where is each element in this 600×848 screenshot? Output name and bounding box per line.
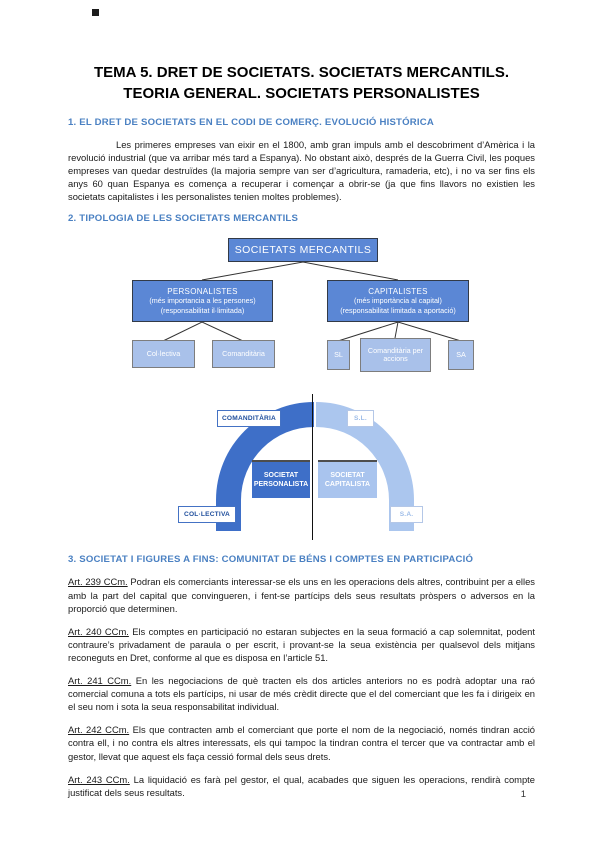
- arch-sa-label: S.A.: [390, 506, 423, 524]
- arch-collectiva-label: COL·LECTIVA: [178, 506, 236, 524]
- tree-personalistes-note2: (responsabilitat il·limitada): [160, 305, 245, 315]
- page-title-line1: TEMA 5. DRET DE SOCIETATS. SOCIETATS MER…: [93, 64, 509, 81]
- article-240-ref: Art. 240 CCm.: [68, 625, 129, 637]
- tree-capitalistes-note1: (més importància al capital): [354, 296, 442, 306]
- arch-diagram: SOCIETAT PERSONALISTA SOCIETAT CAPITALIS…: [68, 392, 535, 544]
- tree-personalistes-box: PERSONALISTES (més importancia a les per…: [132, 280, 273, 323]
- article-243-paragraph: Art. 243 CCm. La liquidació es farà pel …: [68, 773, 535, 799]
- stray-mark: [92, 9, 99, 16]
- article-239-text: Podran els comerciants interessar-se els…: [68, 576, 535, 614]
- article-241-text: En les negociacions de què tracten els d…: [68, 675, 535, 713]
- arch-comanditaria-label: COMANDITÀRIA: [217, 410, 281, 428]
- arch-left-half: [216, 402, 314, 532]
- page-title-line2: TEORIA GENERAL. SOCIETATS PERSONALISTES: [123, 85, 480, 102]
- arch-right-half: [316, 402, 414, 532]
- page-number: 1: [520, 789, 526, 800]
- typology-tree-diagram: SOCIETATS MERCANTILS PERSONALISTES (més …: [68, 234, 535, 380]
- arch-sl-label: S.L.: [347, 410, 374, 428]
- tree-leaf-sl: SL: [327, 340, 350, 371]
- tree-leaf-sa: SA: [448, 340, 474, 371]
- tree-root-box: SOCIETATS MERCANTILS: [228, 238, 378, 263]
- tree-connector-lines: [162, 261, 462, 342]
- article-241-ref: Art. 241 CCm.: [68, 675, 132, 687]
- tree-personalistes-title: PERSONALISTES: [167, 287, 238, 297]
- arch-shape: [216, 402, 414, 532]
- arch-societat-personalista-box: SOCIETAT PERSONALISTA: [252, 460, 310, 499]
- section-1-paragraph: Les primeres empreses van eixir en el 18…: [68, 139, 535, 203]
- tree-leaf-comanditaria: Comanditària: [212, 340, 275, 369]
- article-242-text: Els que contracten amb el comerciant que…: [68, 724, 535, 762]
- tree-leaf-comanditaria-accions: Comanditària per accions: [360, 338, 431, 373]
- article-243-text: La liquidació es farà pel gestor, el qua…: [68, 773, 536, 798]
- article-242-ref: Art. 242 CCm.: [68, 724, 130, 736]
- tree-personalistes-note1: (més importancia a les persones): [149, 296, 256, 306]
- article-240-paragraph: Art. 240 CCm. Els comptes en participaci…: [68, 625, 535, 664]
- tree-capitalistes-title: CAPITALISTES: [368, 287, 428, 297]
- article-243-ref: Art. 243 CCm.: [68, 773, 130, 785]
- article-242-paragraph: Art. 242 CCm. Els que contracten amb el …: [68, 723, 535, 762]
- page-title: TEMA 5. DRET DE SOCIETATS. SOCIETATS MER…: [68, 62, 535, 104]
- section-2-heading: 2. TIPOLOGIA DE LES SOCIETATS MERCANTILS: [68, 213, 299, 225]
- tree-capitalistes-note2: (responsabilitat limitada a aportació): [340, 305, 456, 315]
- article-240-text: Els comptes en participació no estaran s…: [68, 625, 536, 663]
- article-239-paragraph: Art. 239 CCm. Podran els comerciants int…: [68, 575, 535, 614]
- article-241-paragraph: Art. 241 CCm. En les negociacions de què…: [68, 674, 535, 713]
- arch-societat-capitalista-box: SOCIETAT CAPITALISTA: [318, 460, 377, 499]
- tree-capitalistes-box: CAPITALISTES (més importància al capital…: [327, 280, 469, 323]
- section-3-heading: 3. SOCIETAT I FIGURES A FINS: COMUNITAT …: [68, 554, 474, 566]
- tree-leaf-collectiva: Col·lectiva: [132, 340, 195, 369]
- arch-center-divider-line: [311, 394, 314, 541]
- article-239-ref: Art. 239 CCm.: [68, 576, 128, 588]
- section-1-heading: 1. EL DRET DE SOCIETATS EN EL CODI DE CO…: [68, 117, 435, 128]
